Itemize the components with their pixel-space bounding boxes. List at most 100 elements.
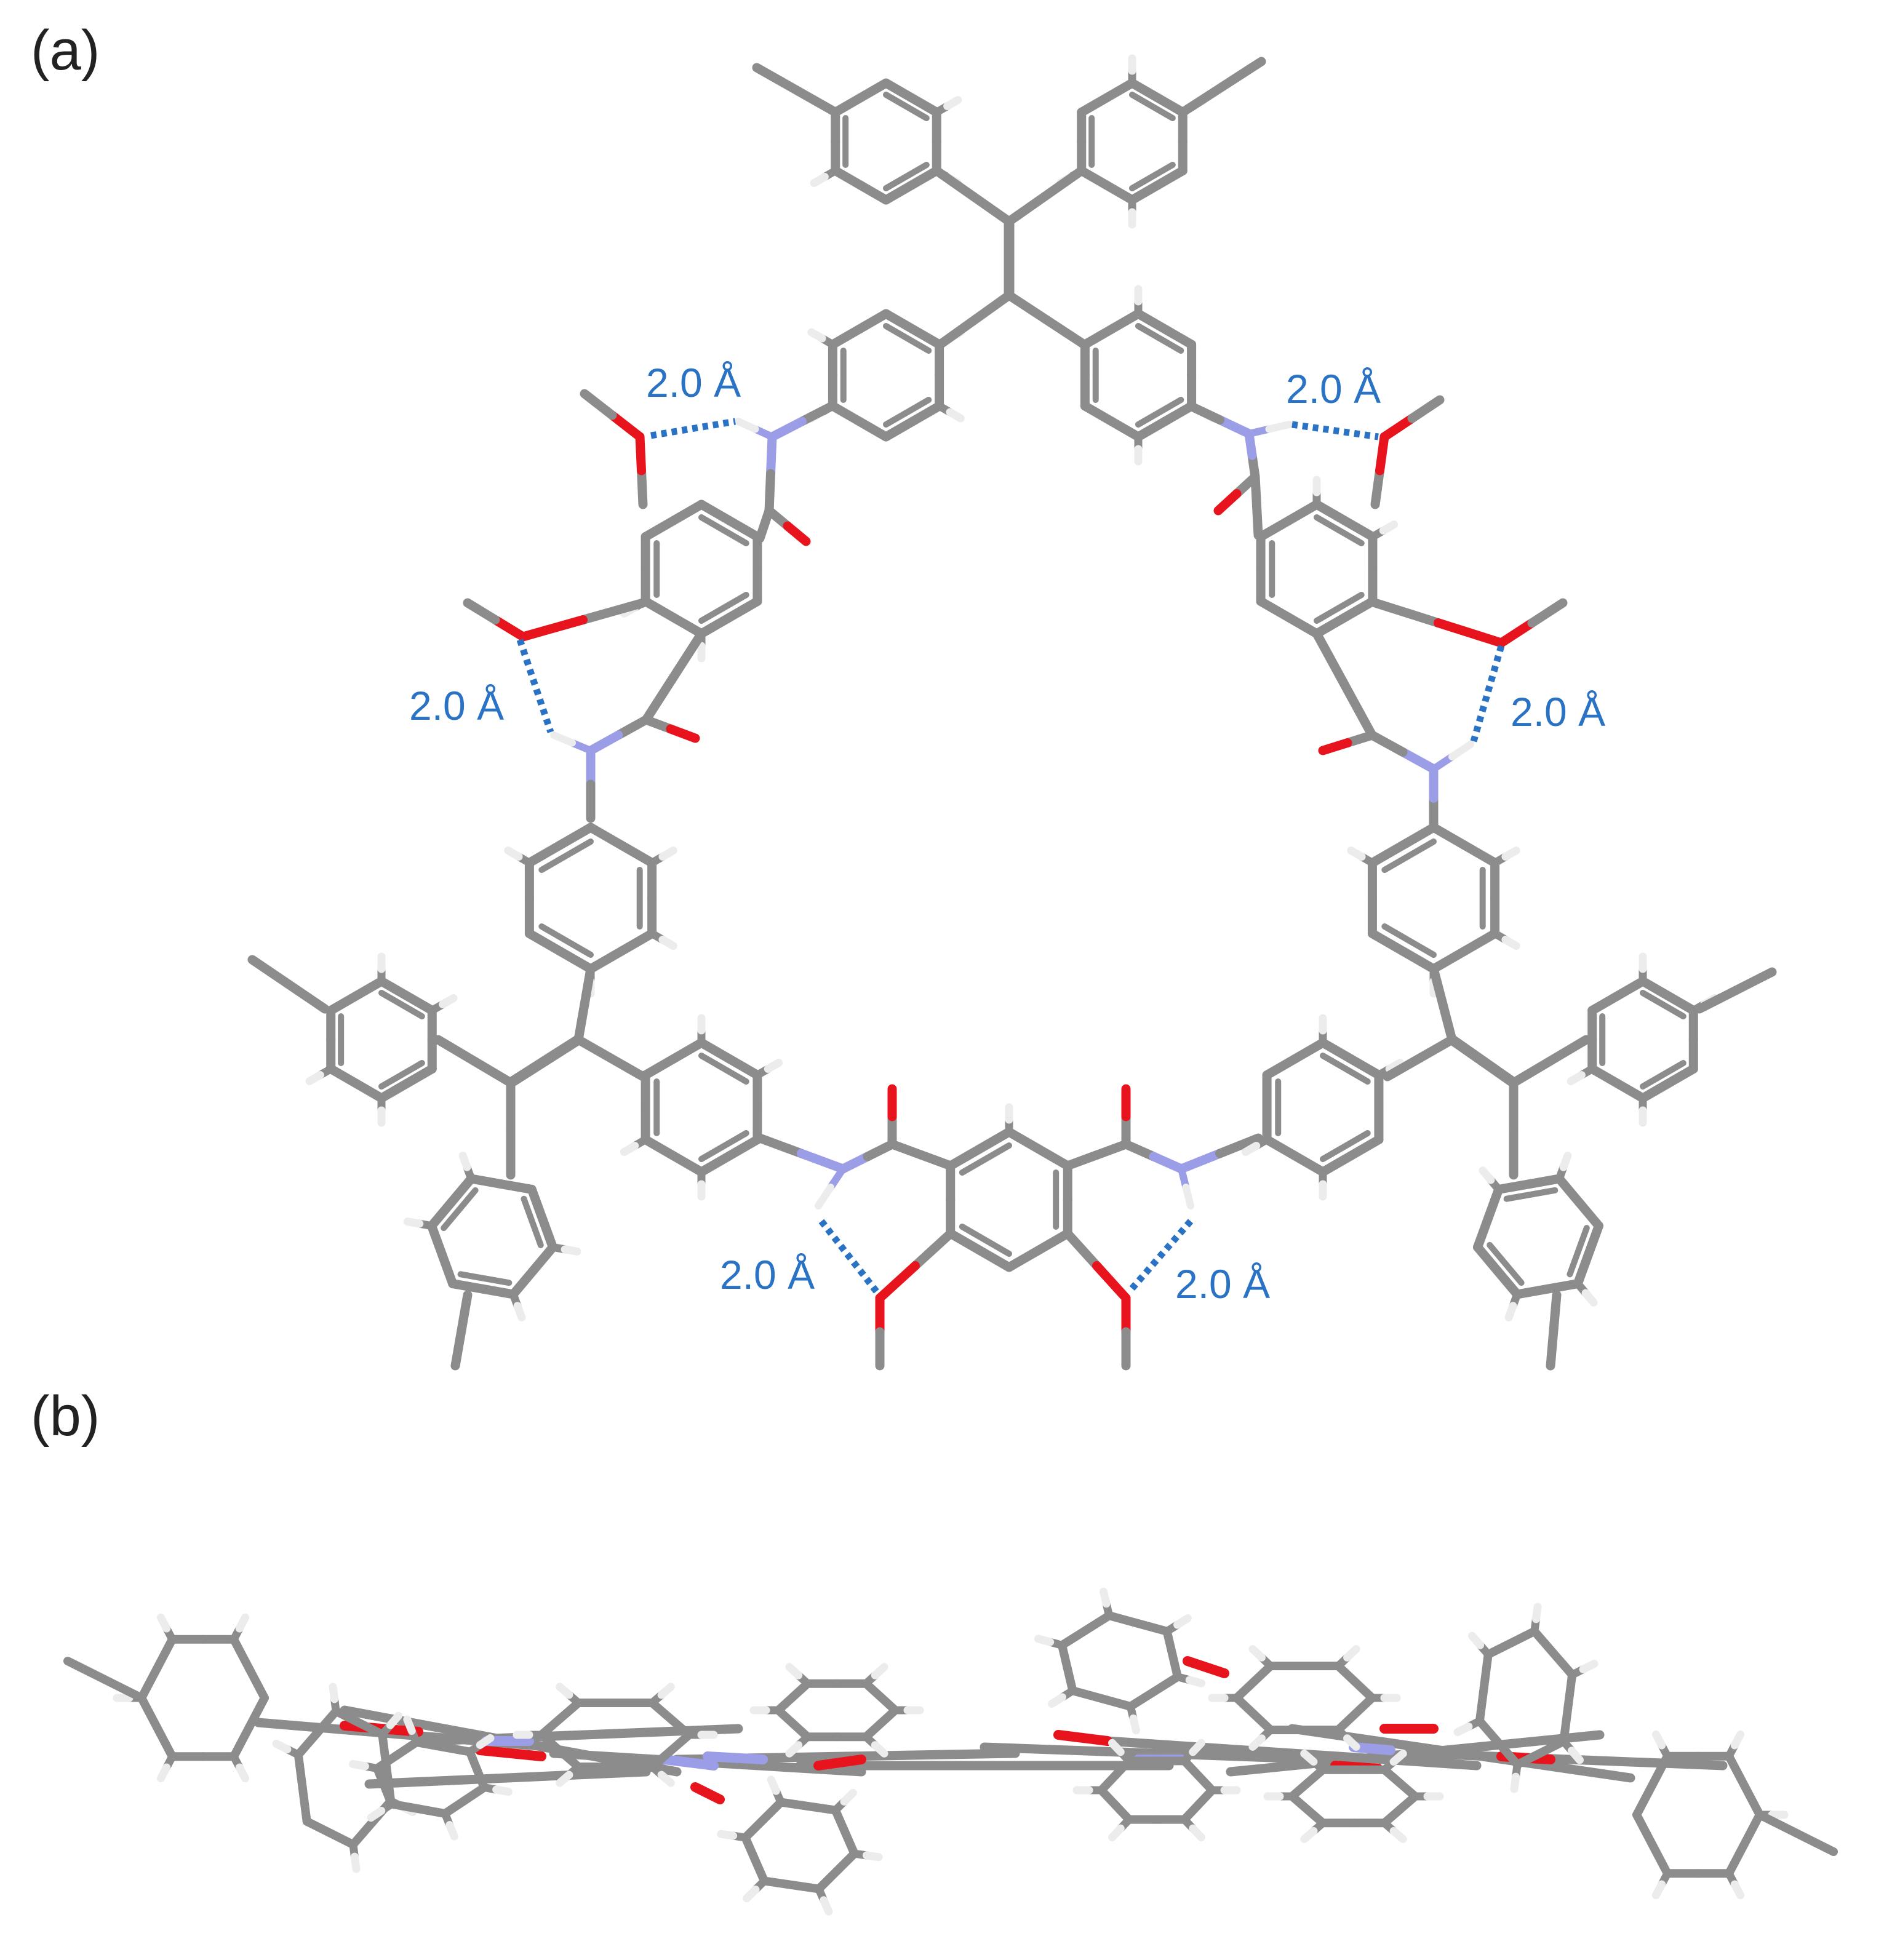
ring-right-isophthal-bond3-a bbox=[1256, 516, 1294, 541]
ome-l-me-b bbox=[463, 598, 500, 624]
ring-br-outer-bond3-b bbox=[1613, 976, 1648, 1001]
side-ring-l2-h4-b bbox=[556, 1683, 573, 1699]
ring-bottom-isophthal-bond2-a bbox=[946, 1144, 984, 1171]
side-ring-l1-bond4-a bbox=[332, 1707, 364, 1727]
amide-ul-cn-a bbox=[797, 401, 837, 426]
ring-br-left-bond3-b bbox=[1290, 1038, 1328, 1064]
side-ring-l1-bond1-b bbox=[302, 1817, 335, 1838]
ring-br-outer-bond0-b bbox=[1638, 1078, 1673, 1103]
side-ring-l3-h1-b bbox=[820, 1896, 833, 1916]
amide-r-nc-b bbox=[1367, 730, 1408, 757]
ring-top-right-bond4-a bbox=[1127, 78, 1162, 103]
ring-left-isophthal-bond3-b bbox=[669, 500, 706, 525]
side-ring-far-left-h5-b bbox=[235, 1613, 250, 1633]
side-ring-r2-bond0-a bbox=[1536, 1737, 1568, 1758]
ring-bl-right-inner4 bbox=[698, 1053, 749, 1085]
ome-l-a bbox=[578, 598, 648, 624]
ring-left-mid-bond0-b bbox=[524, 929, 565, 956]
hbond-5 bbox=[818, 1219, 880, 1294]
side-ring-far-right-h5-b bbox=[1730, 1730, 1745, 1750]
side-ring-l1-h5-b bbox=[386, 1711, 402, 1729]
ring-br-down-bond3-b bbox=[1574, 1197, 1603, 1231]
amide-br-nc2-a bbox=[1176, 1149, 1224, 1174]
ome-br-b bbox=[1092, 1261, 1131, 1303]
side-ring-r1-h5-b bbox=[1343, 1645, 1360, 1662]
side-ring-r2-h3-b bbox=[1468, 1631, 1485, 1649]
ring-bl-right-inner0 bbox=[698, 1130, 749, 1162]
side-ring-mid2-bond3-a bbox=[1058, 1626, 1090, 1650]
ome-ul-me-b bbox=[580, 389, 617, 420]
ring-br-down-bond0-a bbox=[1493, 1266, 1522, 1299]
ring-right-mid-h2-b bbox=[1347, 847, 1366, 861]
side-ring-far-left-bond3-b bbox=[153, 1635, 177, 1673]
hbond-label-3: 2.0 Å bbox=[409, 683, 504, 728]
ring-br-down-bond1-a bbox=[1473, 1213, 1493, 1252]
ring-bl-down-bond1-b bbox=[427, 1221, 447, 1260]
ring-upper-right-bond3-a bbox=[1080, 324, 1117, 349]
side-ring-far-right-h4-b bbox=[1651, 1730, 1666, 1750]
amide-bl-cn-a bbox=[755, 1133, 806, 1158]
side-ring-r2-bond4-a bbox=[1530, 1627, 1558, 1658]
ring-left-mid-inner2 bbox=[538, 839, 594, 873]
tpe-br-link4-a bbox=[1429, 964, 1448, 1009]
ring-br-outer-bond3-a bbox=[1587, 991, 1623, 1015]
ring-bottom-isophthal-bond0-b bbox=[946, 1229, 984, 1255]
ring-br-outer-bond4-a bbox=[1638, 976, 1673, 1001]
side-ring-mid2-h5-b bbox=[1173, 1614, 1192, 1629]
ring-upper-right-inner0 bbox=[1135, 397, 1184, 428]
tpe-top-link1-b bbox=[932, 166, 978, 201]
side-ring-mid1-h1-b bbox=[871, 1741, 888, 1758]
side-ring-r1-h4-b bbox=[1248, 1645, 1266, 1662]
side-ring-far-left-bond0-a bbox=[245, 1694, 269, 1732]
ring-bottom-isophthal-inner2 bbox=[959, 1142, 1012, 1176]
ring-upper-left-bond0-a bbox=[908, 401, 944, 426]
ring-bl-down-bond0-b bbox=[448, 1279, 488, 1294]
amide-r-co-b bbox=[1318, 738, 1352, 755]
side-ring-l1-bond3-b bbox=[313, 1707, 341, 1738]
side-ring-r2-bond0-b bbox=[1513, 1748, 1545, 1769]
hbond-3 bbox=[516, 639, 554, 733]
ring-br-left-bond1-b bbox=[1262, 1135, 1300, 1161]
side-ring-mid2-bond0-b bbox=[1126, 1687, 1159, 1711]
ome-bl-a bbox=[911, 1229, 956, 1270]
ome-l-b bbox=[518, 615, 588, 642]
ring-bottom-link1-b bbox=[887, 1139, 926, 1160]
amide-r-nh-b bbox=[1448, 741, 1474, 760]
side-accent-0 bbox=[340, 1721, 423, 1737]
side-ring-mid2-bond1-a bbox=[1097, 1694, 1135, 1711]
side-ring-l2-h5-b bbox=[657, 1683, 675, 1699]
ring-br-down-bond3-a bbox=[1554, 1174, 1584, 1207]
side-backbone-4-b bbox=[841, 1748, 1020, 1761]
ring-right-link-a bbox=[1339, 680, 1377, 740]
side-ring-mid3-h2-b bbox=[1108, 1824, 1125, 1842]
methyl-top-left-b bbox=[752, 63, 800, 95]
ring-bottom-isophthal-bond5-a bbox=[1034, 1229, 1072, 1255]
ring-right-isophthal-bond4-b bbox=[1339, 516, 1378, 541]
ring-bl-down-h0-b bbox=[513, 1302, 526, 1322]
amide-br-cn-b bbox=[1149, 1152, 1186, 1174]
side-ring-mid2-bond4-a bbox=[1104, 1611, 1143, 1628]
side-backbone-11-b bbox=[1456, 1748, 1635, 1783]
side-ring-r2-h1-b bbox=[1510, 1772, 1520, 1793]
ring-bl-down-h5-b bbox=[561, 1245, 581, 1256]
ring-right-mid-bond2-a bbox=[1367, 840, 1408, 867]
ring-br-outer-bond1-a bbox=[1613, 1078, 1648, 1103]
ring-br-down-bond2-b bbox=[1524, 1174, 1564, 1189]
amide-ur-cc-a bbox=[1252, 501, 1263, 540]
side-ring-far-right-bond2-a bbox=[1648, 1839, 1672, 1878]
ring-left-isophthal-bond0-a bbox=[724, 597, 762, 623]
side-accent-12 bbox=[703, 1751, 768, 1764]
ring-right-mid-h4-b bbox=[1501, 847, 1520, 861]
tpe-bl-link1-a bbox=[580, 964, 596, 1009]
ring-br-left-bond3-a bbox=[1262, 1054, 1300, 1080]
ring-upper-left-bond1-b bbox=[828, 401, 864, 426]
ring-upper-left-bond3-a bbox=[828, 324, 864, 349]
side-ring-far-right-h1-b bbox=[1730, 1880, 1745, 1900]
ring-right-isophthal-inner4 bbox=[1314, 514, 1365, 546]
side-ring-far-left-bond0-b bbox=[230, 1723, 253, 1761]
side-ring-far-left-bond2-b bbox=[137, 1694, 161, 1732]
side-ring-l2-bond5-b bbox=[666, 1715, 693, 1739]
ring-upper-left-h0-b bbox=[946, 408, 965, 423]
side-ring-r2-bond3-a bbox=[1483, 1638, 1516, 1659]
side-ring-l3-h4-b bbox=[767, 1775, 780, 1795]
